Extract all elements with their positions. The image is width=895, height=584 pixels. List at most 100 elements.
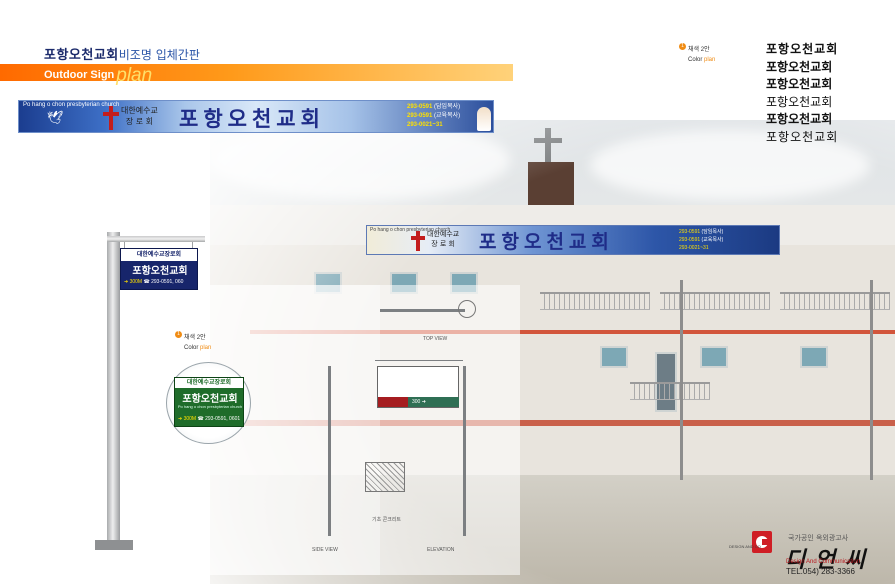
utility-pole bbox=[870, 280, 873, 480]
company-logo-icon bbox=[752, 531, 772, 553]
oval-sign: 대한예수교장로회 포항오천교회 Po hang o chon presbyter… bbox=[174, 377, 244, 427]
company-phone: TEL.054) 283-3366 bbox=[786, 567, 855, 576]
company-name: 디 언 씨 bbox=[785, 547, 867, 573]
building-band bbox=[250, 330, 895, 334]
marker-number: 1 bbox=[175, 331, 182, 339]
top-view-label: TOP VIEW bbox=[423, 336, 448, 342]
pole-sign: 대한예수교장로회 포항오천교회 ➜ 300M ☎ 293-0591, 060 bbox=[120, 248, 198, 290]
drawing-panel-inner bbox=[130, 285, 380, 575]
font-sample: 포항오천교회 bbox=[766, 42, 839, 56]
oval-sign-english: Po hang o chon presbyterian church bbox=[177, 404, 243, 409]
utility-pole bbox=[680, 280, 683, 480]
drawing-panel bbox=[95, 285, 520, 575]
side-view-pole bbox=[328, 366, 331, 536]
tower-cross-bar bbox=[534, 138, 562, 143]
color-plan-label: 채색 2안 bbox=[688, 47, 710, 53]
banner-church-name: 포항오천교회 bbox=[479, 231, 614, 253]
sign-pole bbox=[107, 232, 120, 550]
title-church-name: 포항오천교회 bbox=[44, 48, 119, 63]
hanger bbox=[124, 242, 125, 248]
phone-row: 293-0591 (교육목사) bbox=[679, 237, 724, 243]
balcony-rail bbox=[780, 292, 890, 310]
elevation-sign: 300 ➜ bbox=[377, 366, 459, 408]
pole-sign-info: ➜ 300M ☎ 293-0591, 060 bbox=[124, 279, 184, 285]
font-sample: 포항오천교회 bbox=[766, 129, 839, 144]
company-subtitle: Design And Communication bbox=[786, 559, 861, 565]
denomination-line: 장 로 회 bbox=[125, 117, 153, 126]
tower-cross bbox=[545, 128, 551, 174]
foundation-detail bbox=[365, 462, 405, 492]
dove-icon: 🕊 bbox=[47, 111, 64, 126]
page-title: 포항오천교회비조명 입체간판 bbox=[44, 44, 200, 63]
phone-icon: ☎ bbox=[197, 416, 204, 422]
balcony-rail bbox=[660, 292, 770, 310]
cloud bbox=[590, 130, 870, 200]
arrow-icon: ➜ bbox=[124, 279, 129, 285]
sign-arm bbox=[107, 236, 205, 242]
phone-row: 293-0591 (교육목사) bbox=[407, 113, 461, 119]
foundation-label: 기초 콘크리트 bbox=[372, 517, 401, 523]
window bbox=[700, 346, 728, 368]
side-view-label: SIDE VIEW bbox=[312, 547, 338, 553]
phone-row: 293-0021~31 bbox=[407, 122, 443, 128]
bar-label-text: Outdoor Sign bbox=[44, 69, 115, 81]
cloud bbox=[210, 120, 510, 200]
font-sample: 포항오천교회 bbox=[766, 77, 833, 91]
elevation-pole bbox=[463, 366, 466, 536]
banner-denomination: 대한예수교 장 로 회 bbox=[121, 105, 158, 127]
font-sample: 포항오천교회 bbox=[766, 112, 833, 126]
arrow-icon: ➜ bbox=[421, 399, 426, 405]
phone-row: 293-0591 (담임목사) bbox=[679, 229, 724, 235]
font-samples: 포항오천교회 포항오천교회 포항오천교회 포항오천교회 포항오천교회 포항오천교… bbox=[766, 41, 838, 146]
marker-number: 1 bbox=[679, 43, 686, 51]
phone-icon: ☎ bbox=[143, 279, 150, 285]
main-banner-sign: Po hang o chon presbyterian church 🕊 대한예… bbox=[18, 100, 494, 133]
top-view-pole bbox=[458, 300, 476, 318]
color-plan-text: Color plan bbox=[688, 57, 716, 63]
balcony-rail bbox=[540, 292, 650, 310]
building-band-lower bbox=[210, 420, 895, 426]
sign-pole-base bbox=[95, 540, 133, 550]
bar-label-script: plan bbox=[116, 65, 153, 86]
window bbox=[800, 346, 828, 368]
company-tagline: 국가공인 옥외광고사 bbox=[788, 534, 849, 542]
pole-sign-name: 포항오천교회 bbox=[132, 266, 188, 277]
window bbox=[600, 346, 628, 368]
pole-sign-denomination: 대한예수교장로회 bbox=[121, 249, 197, 261]
sign-green-panel: 300 ➜ bbox=[408, 397, 459, 407]
banner-english-name: Po hang o chon presbyterian church bbox=[23, 102, 120, 108]
sign-red-panel bbox=[378, 397, 408, 407]
cross-icon bbox=[411, 231, 425, 251]
oval-sign-info: ➜ 300M ☎ 293-0591, 0601 bbox=[178, 416, 241, 422]
arrow-icon: ➜ bbox=[178, 416, 183, 422]
font-sample: 포항오천교회 bbox=[766, 94, 833, 109]
banner-phones: 293-0591 (담임목사) 293-0591 (교육목사) 293-0021… bbox=[679, 228, 723, 252]
building-banner-sign: Po hang o chon presbyterian church 대한예수교… bbox=[366, 225, 780, 255]
elevation-label: ELEVATION bbox=[427, 547, 455, 553]
hanger bbox=[192, 242, 193, 248]
top-view-arm bbox=[380, 309, 465, 312]
dimension-line bbox=[375, 360, 463, 361]
cross-icon bbox=[103, 106, 119, 130]
banner-phones: 293-0591 (담임목사) 293-0591 (교육목사) 293-0021… bbox=[407, 103, 460, 130]
banner-denomination: 대한예수교 장 로 회 bbox=[427, 229, 459, 249]
denomination-line: 대한예수교 bbox=[427, 230, 460, 238]
color-plan-marker-top: 1채색 2안 Color plan bbox=[679, 38, 715, 63]
font-sample: 포항오천교회 bbox=[766, 59, 833, 74]
oval-sign-name: 포항오천교회 bbox=[182, 394, 238, 405]
color-plan-marker-left: 1채색 2안 Color plan bbox=[175, 326, 211, 351]
banner-english-name: Po hang o chon presbyterian church bbox=[370, 227, 451, 233]
phone-row: 293-0021~31 bbox=[679, 245, 709, 251]
orange-title-bar bbox=[0, 64, 513, 81]
title-subtitle: 비조명 입체간판 bbox=[118, 48, 200, 62]
company-small-label: DESIGN AND CO bbox=[729, 544, 761, 549]
denomination-line: 장 로 회 bbox=[431, 240, 455, 248]
balcony-rail bbox=[630, 382, 710, 400]
jesus-figure-icon bbox=[477, 107, 491, 131]
color-plan-text: Color plan bbox=[184, 345, 212, 351]
oval-sign-denomination: 대한예수교장로회 bbox=[175, 378, 243, 388]
phone-row: 293-0591 (담임목사) bbox=[407, 104, 461, 110]
banner-church-name: 포항오천교회 bbox=[179, 107, 325, 131]
denomination-line: 대한예수교 bbox=[121, 106, 158, 115]
